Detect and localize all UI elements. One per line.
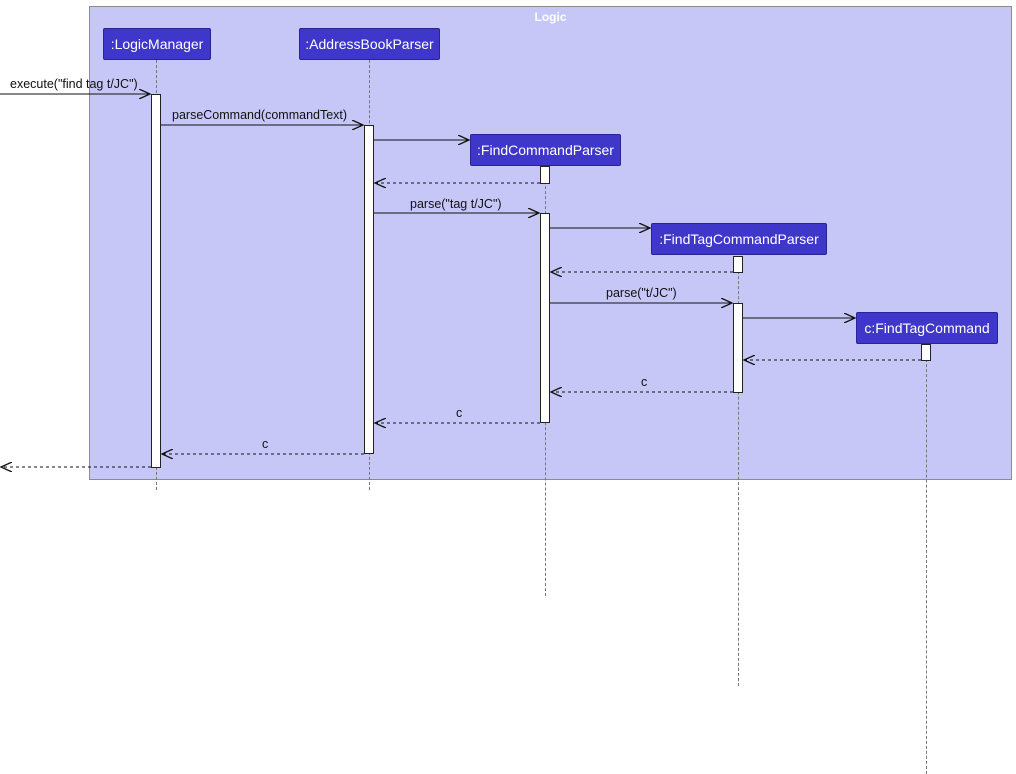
label-parse-tag: parse("tag t/JC"): [410, 197, 502, 211]
participant-logic-manager: :LogicManager: [103, 28, 211, 60]
activation-logic-manager: [151, 94, 161, 468]
activation-find-tag-command-create: [921, 344, 931, 361]
message-arrows: [0, 0, 921, 492]
lifeline-find-tag-command-parser: [738, 256, 739, 686]
activation-address-book-parser: [364, 125, 374, 454]
label-execute: execute("find tag t/JC"): [10, 77, 138, 91]
participant-find-command-parser: :FindCommandParser: [470, 134, 621, 166]
participant-find-tag-command: c:FindTagCommand: [856, 312, 998, 344]
logic-frame: Logic: [89, 6, 1012, 480]
label-parse-command: parseCommand(commandText): [172, 108, 348, 122]
label-parse-t: parse("t/JC"): [606, 286, 677, 300]
activation-find-command-parser-create: [540, 166, 550, 184]
participant-find-tag-command-parser: :FindTagCommandParser: [651, 223, 827, 255]
activation-find-tag-command-parser-create: [733, 256, 743, 273]
activation-find-command-parser-parse: [540, 213, 550, 423]
frame-title: Logic: [534, 10, 567, 24]
label-return-c-1: c: [641, 375, 648, 389]
participant-address-book-parser: :AddressBookParser: [299, 28, 440, 60]
activation-find-tag-command-parser-parse: [733, 303, 743, 393]
label-return-c-2: c: [456, 406, 463, 420]
label-return-c-3: c: [262, 437, 269, 451]
